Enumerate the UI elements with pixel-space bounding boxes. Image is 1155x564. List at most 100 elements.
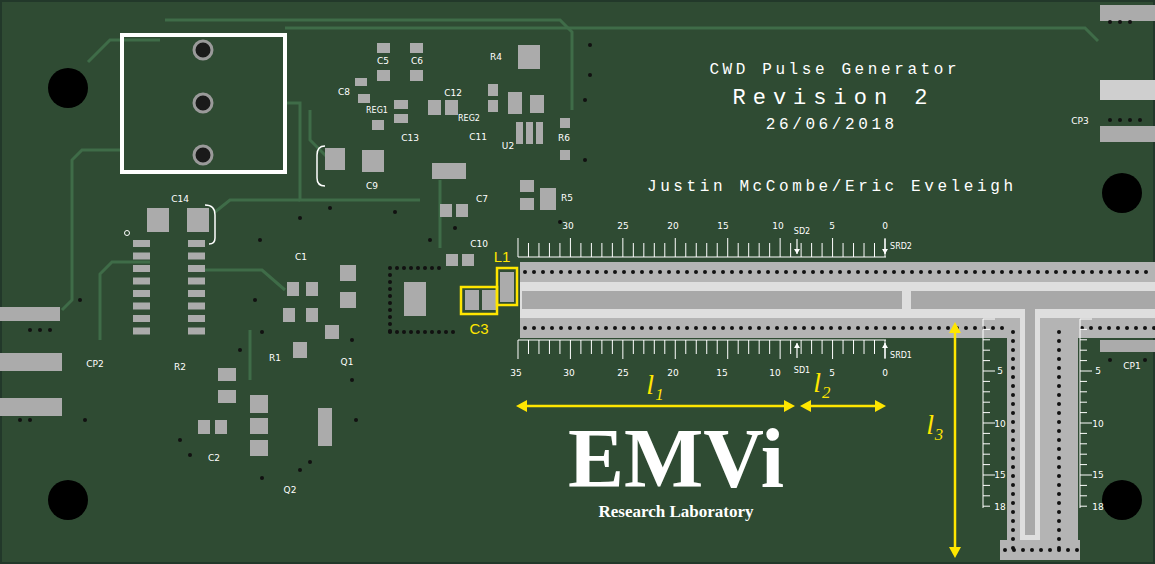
via <box>328 206 332 210</box>
via <box>1011 438 1015 442</box>
via <box>1057 519 1061 523</box>
via <box>613 326 617 330</box>
via <box>444 330 448 334</box>
via <box>350 378 354 382</box>
ground-band <box>1078 318 1155 338</box>
via <box>238 348 242 352</box>
ruler-tick <box>717 340 718 354</box>
via <box>559 326 563 330</box>
via <box>910 326 914 330</box>
ruler-tick <box>538 243 539 257</box>
silkscreen-label: C12 <box>444 88 462 98</box>
via <box>748 326 752 330</box>
via <box>1057 366 1061 370</box>
copper-traces <box>62 20 1098 380</box>
ruler-tick <box>1080 402 1087 403</box>
via <box>757 270 761 274</box>
smd-pad <box>188 328 205 335</box>
silkscreen-label: C5 <box>377 56 389 66</box>
via <box>1117 270 1121 274</box>
ruler-tick <box>1080 381 1087 382</box>
via <box>1003 548 1007 552</box>
via <box>640 270 644 274</box>
via <box>1057 438 1061 442</box>
via <box>1045 270 1049 274</box>
ruler-tick <box>1080 464 1087 465</box>
via <box>793 326 797 330</box>
ruler-tick <box>983 412 990 413</box>
silkscreen-label: 25 <box>617 368 628 378</box>
via <box>685 270 689 274</box>
smd-pad <box>133 290 150 297</box>
smd-pad <box>377 70 390 81</box>
silkscreen-label: CP1 <box>1123 361 1140 371</box>
via <box>1126 270 1130 274</box>
transmission-line <box>520 262 1155 560</box>
via <box>622 326 626 330</box>
via <box>1039 548 1043 552</box>
via <box>1027 270 1031 274</box>
ruler-tick <box>549 243 550 257</box>
smd-pad <box>394 100 408 109</box>
smd-pad <box>133 328 150 335</box>
arrow-head <box>800 400 811 412</box>
via <box>811 270 815 274</box>
silkscreen-label: Q2 <box>284 485 297 495</box>
via <box>1089 326 1093 330</box>
smd-pad <box>188 265 205 272</box>
via <box>1057 474 1061 478</box>
via <box>1057 528 1061 532</box>
ruler-tick <box>983 339 990 340</box>
terminal-block-outline <box>122 35 285 172</box>
via <box>757 326 761 330</box>
via <box>910 270 914 274</box>
ruler-tick <box>801 243 802 257</box>
via <box>1057 348 1061 352</box>
via <box>354 418 358 422</box>
via <box>1057 375 1061 379</box>
via <box>1011 393 1015 397</box>
via <box>874 270 878 274</box>
via <box>847 270 851 274</box>
silkscreen-label: CP2 <box>86 359 103 369</box>
smd-pad <box>0 353 62 371</box>
ruler-tick <box>983 329 990 330</box>
via <box>982 270 986 274</box>
silkscreen-label: CP3 <box>1071 116 1088 126</box>
smd-pad <box>188 303 205 310</box>
silkscreen-label: 15 <box>1092 470 1103 480</box>
smd-pad <box>306 282 318 296</box>
via <box>1057 411 1061 415</box>
via <box>730 270 734 274</box>
smd-pad <box>198 420 210 434</box>
via <box>28 418 32 422</box>
smd-pad <box>516 122 523 144</box>
via <box>1138 118 1142 122</box>
smd-pad <box>520 198 534 210</box>
ruler-tick <box>769 340 770 354</box>
ruler-tick <box>885 340 886 359</box>
smd-pad <box>250 395 268 413</box>
mounting-hole <box>1102 173 1142 213</box>
ruler-tick <box>1080 475 1092 476</box>
via-field <box>18 20 1155 552</box>
ruler-tick <box>717 243 718 257</box>
via <box>1011 510 1015 514</box>
ruler-tick <box>983 433 990 434</box>
via <box>856 270 860 274</box>
via <box>595 270 599 274</box>
via <box>964 326 968 330</box>
line-clearance <box>520 282 1155 318</box>
ruler-tick <box>790 340 791 354</box>
via <box>1125 326 1129 330</box>
ruler-tick <box>822 243 823 257</box>
smd-pad <box>482 290 496 310</box>
ruler-tick <box>580 243 581 257</box>
via <box>1134 326 1138 330</box>
ruler-tick <box>759 243 760 257</box>
silkscreen-label: U2 <box>502 141 514 151</box>
silkscreen-label: 10 <box>994 419 1005 429</box>
ruler-tick <box>696 340 697 354</box>
smd-pad <box>488 84 498 96</box>
via <box>1011 348 1015 352</box>
